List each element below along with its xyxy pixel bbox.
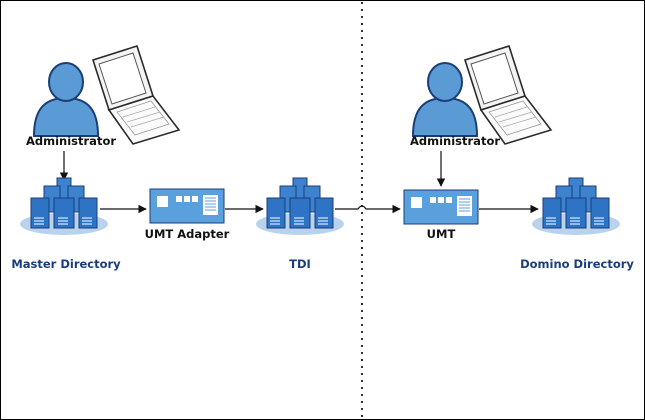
network-appliance-icon <box>403 189 479 225</box>
administrator-label-right: Administrator <box>410 134 500 148</box>
umt-label: UMT <box>427 227 456 241</box>
tdi-label: TDI <box>289 257 311 271</box>
laptop-icon <box>464 45 552 145</box>
network-appliance-icon <box>149 188 225 224</box>
user-icon <box>33 62 99 137</box>
laptop-icon <box>92 45 180 145</box>
server-cluster-icon <box>19 177 109 236</box>
domino-directory-label: Domino Directory <box>520 257 634 271</box>
arrow-tdi-to-umt <box>335 204 401 214</box>
umt-adapter-label: UMT Adapter <box>145 227 230 241</box>
master-directory-label: Master Directory <box>11 257 121 271</box>
administrator-label-left: Administrator <box>26 134 116 148</box>
server-cluster-icon <box>531 177 621 236</box>
user-icon <box>412 62 478 137</box>
server-cluster-icon <box>255 177 345 236</box>
